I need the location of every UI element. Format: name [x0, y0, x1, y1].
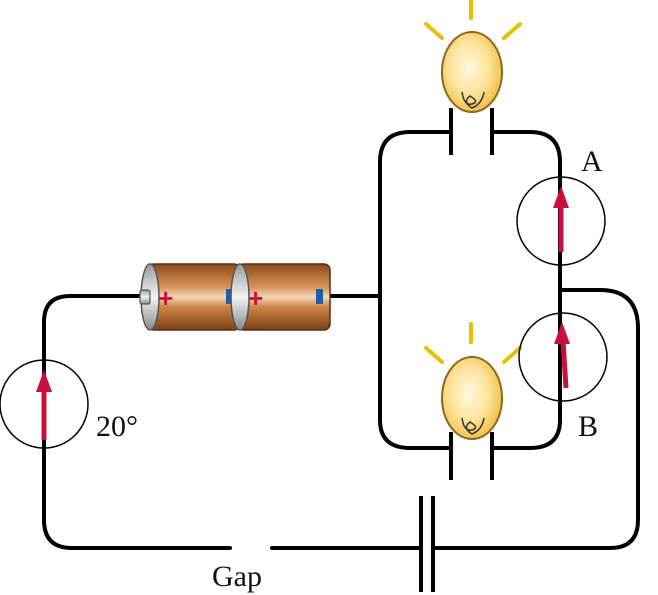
- negative-terminal-symbol: [226, 289, 233, 304]
- negative-terminal-symbol: [316, 289, 323, 304]
- battery-cell: +: [139, 263, 241, 331]
- compass-left-label: 20°: [96, 410, 138, 443]
- compass-needle: [560, 339, 569, 389]
- compass-b-label: B: [578, 410, 598, 443]
- needle-arrowhead: [553, 186, 569, 208]
- light-bulb-icon: [424, 0, 522, 155]
- light-bulb-icon: [424, 322, 522, 480]
- compass-icon: [518, 312, 608, 402]
- compass-icon: [516, 176, 606, 266]
- positive-terminal-symbol: +: [158, 283, 173, 313]
- glow-rays: [424, 322, 522, 364]
- wire-bottom-branch: [378, 288, 562, 450]
- compass-icon: [0, 359, 89, 449]
- capacitor-gap-icon: [419, 496, 435, 592]
- battery-cell: +: [230, 263, 331, 331]
- gap-label: Gap: [212, 560, 262, 593]
- wires: [42, 130, 640, 550]
- battery-icon: + +: [139, 263, 331, 331]
- positive-terminal-symbol: +: [248, 283, 263, 313]
- wire-top-branch: [378, 130, 562, 298]
- wire-right-return: [434, 288, 640, 550]
- needle-arrowhead: [554, 322, 570, 344]
- glow-rays: [424, 0, 522, 40]
- needle-arrowhead: [36, 370, 52, 392]
- compass-a-label: A: [581, 145, 603, 178]
